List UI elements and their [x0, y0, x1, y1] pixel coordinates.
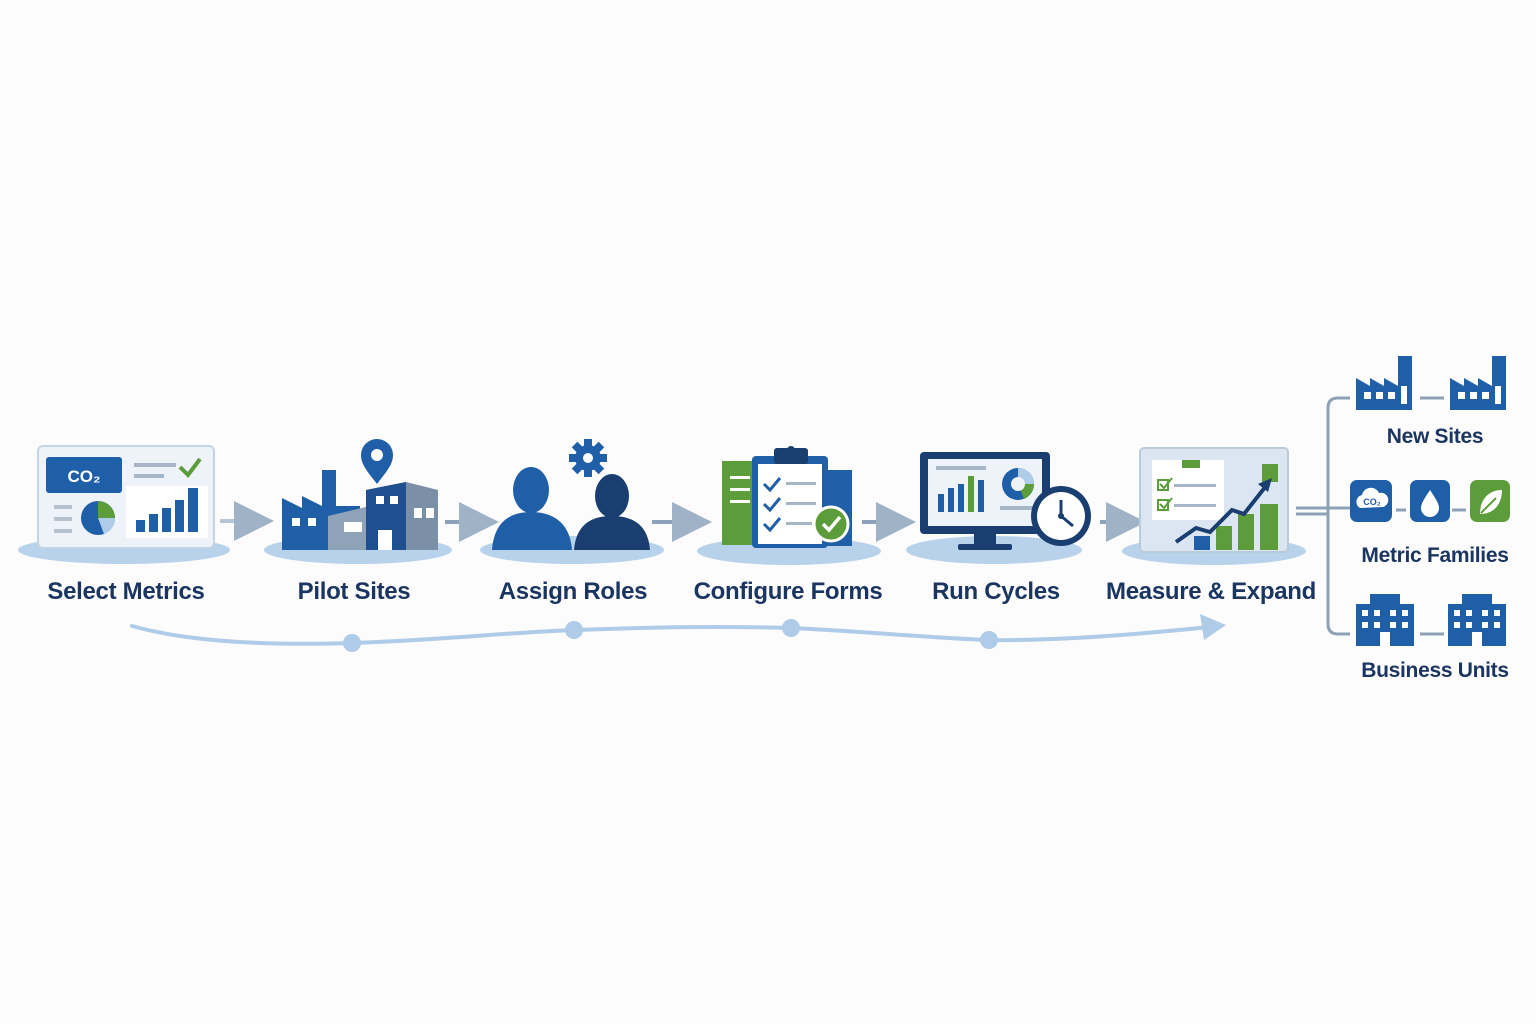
gear-icon [569, 439, 607, 477]
clock-icon [1031, 486, 1091, 546]
water-drop-icon [1410, 480, 1450, 522]
co2-cloud-icon: CO₂ [1350, 480, 1392, 522]
timeline-dot [565, 621, 583, 639]
step-run-cycles-icon [906, 452, 1091, 564]
progress-timeline [130, 614, 1226, 652]
step-label-run-cycles: Run Cycles [932, 578, 1060, 605]
check-circle-icon [812, 505, 850, 543]
timeline-arrowhead [1200, 614, 1226, 640]
step-label-measure-expand: Measure & Expand [1106, 578, 1316, 605]
metric-family-co2-text: CO₂ [1363, 497, 1381, 507]
step-select-metrics-icon: CO₂ [18, 445, 230, 564]
branch-label-metric-families: Metric Families [1361, 544, 1509, 567]
timeline-dot [343, 634, 361, 652]
step-connectors [220, 501, 1146, 542]
co2-badge-text: CO₂ [67, 467, 100, 486]
factory-icon [1450, 356, 1506, 410]
step-pilot-sites-icon [264, 439, 452, 564]
office-building-icon [1448, 594, 1506, 646]
step-label-assign-roles: Assign Roles [498, 578, 648, 605]
step-label-pilot-sites: Pilot Sites [297, 578, 411, 605]
office-building-icon [1356, 594, 1414, 646]
branch-label-business-units: Business Units [1361, 659, 1509, 682]
leaf-icon [1470, 480, 1510, 522]
expansion-branch-lines [1296, 396, 1466, 636]
timeline-dot [980, 631, 998, 649]
step-configure-forms-icon [697, 446, 881, 565]
location-pin-icon [361, 439, 393, 484]
step-label-configure-forms: Configure Forms [693, 578, 883, 605]
step-assign-roles-icon [480, 439, 664, 564]
step-measure-expand-icon [1122, 447, 1306, 565]
step-label-select-metrics: Select Metrics [47, 578, 205, 605]
branch-label-new-sites: New Sites [1386, 425, 1484, 448]
factory-icon [1356, 356, 1412, 410]
timeline-dot [782, 619, 800, 637]
